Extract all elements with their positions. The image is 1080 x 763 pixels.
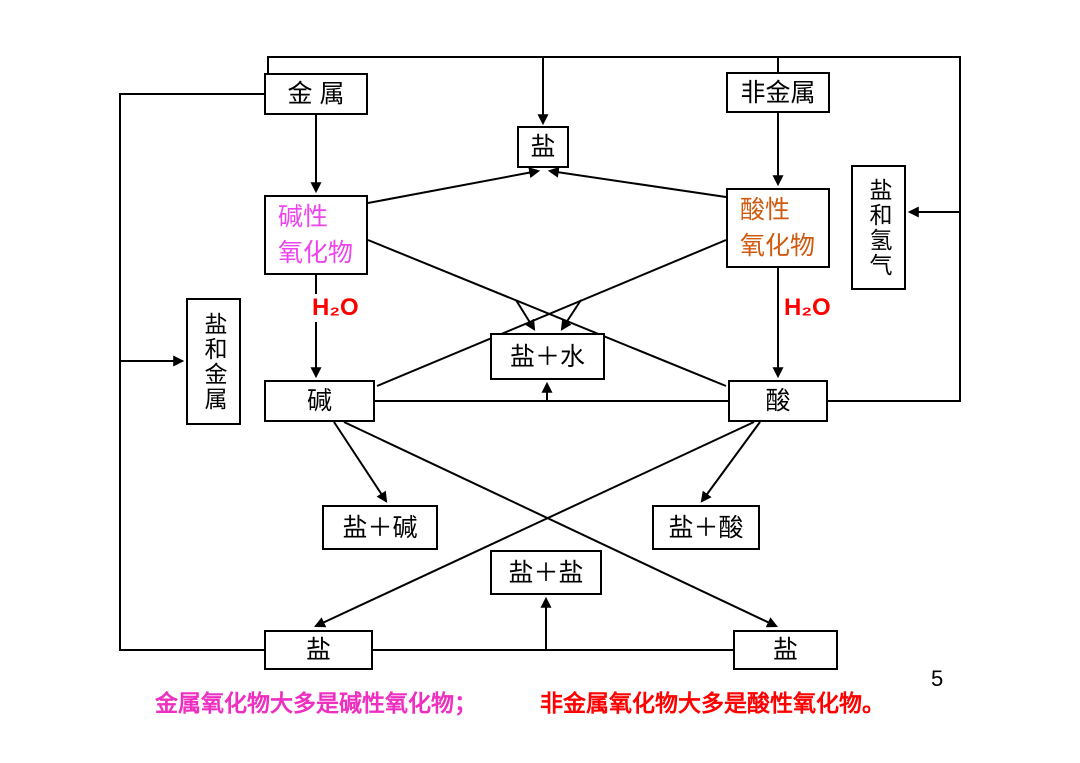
node-salt-plus-acid-label: 盐＋酸 <box>668 513 744 542</box>
node-salt-plus-salt-label: 盐＋盐 <box>508 558 584 587</box>
caption-metal-oxides: 金属氧化物大多是碱性氧化物； <box>155 690 477 716</box>
line-acidic-oxide-to-base <box>376 239 727 387</box>
caption-nonmetal-oxides: 非金属氧化物大多是酸性氧化物。 <box>540 690 885 716</box>
arrow-base-to-salt-bottom-right <box>343 421 778 628</box>
node-base-label: 碱 <box>306 387 332 415</box>
node-salt-and-metal-label: 盐和金属 <box>201 311 227 412</box>
h2o-label-right: H₂O <box>782 294 833 322</box>
node-nonmetal: 非金属 <box>726 72 830 113</box>
node-metal-label: 金 属 <box>287 80 345 108</box>
node-salt-plus-water: 盐＋水 <box>490 333 605 380</box>
h2o-label-left: H₂O <box>310 294 361 322</box>
node-acidic-oxide: 酸性 氧化物 <box>726 188 830 268</box>
node-metal: 金 属 <box>264 73 368 115</box>
node-salt-plus-acid: 盐＋酸 <box>652 505 760 550</box>
node-salt-and-metal: 盐和金属 <box>186 298 241 425</box>
node-salt-top-label: 盐 <box>530 133 556 161</box>
node-salt-plus-water-label: 盐＋水 <box>509 342 585 371</box>
node-basic-oxide-line2: 氧化物 <box>278 239 354 267</box>
line-basic-oxide-to-acid <box>367 239 727 387</box>
node-salt-plus-base: 盐＋碱 <box>322 505 438 550</box>
node-acid-label: 酸 <box>765 387 791 415</box>
node-base: 碱 <box>264 380 375 422</box>
node-salt-bottom-left-label: 盐 <box>305 636 331 664</box>
arrow-acid-to-salt-bottom-left <box>314 421 755 628</box>
node-nonmetal-label: 非金属 <box>740 78 816 107</box>
arrow-basic-oxide-to-salt-top <box>367 167 541 204</box>
node-salt-top: 盐 <box>517 126 569 168</box>
arrow-acid-to-salt-acid <box>700 421 761 503</box>
node-acidic-oxide-line1: 酸性 <box>740 196 791 224</box>
outer-top-right-path <box>267 56 961 402</box>
arrow-acidic-oxide-to-salt-top <box>547 166 727 198</box>
outer-left-path <box>119 93 264 651</box>
node-salt-bottom-right: 盐 <box>733 630 838 670</box>
node-acid: 酸 <box>728 380 828 422</box>
page-number: 5 <box>931 666 944 691</box>
node-salt-and-hydrogen: 盐和氢气 <box>851 165 906 290</box>
node-salt-plus-base-label: 盐＋碱 <box>342 513 418 542</box>
node-basic-oxide-line1: 碱性 <box>278 203 329 231</box>
arrow-to-salt-water-right <box>560 299 582 331</box>
node-salt-and-hydrogen-label: 盐和氢气 <box>866 177 892 278</box>
node-acidic-oxide-line2: 氧化物 <box>740 232 816 260</box>
arrow-to-salt-water-left <box>515 299 536 331</box>
arrow-base-to-salt-base <box>333 421 388 503</box>
node-basic-oxide: 碱性 氧化物 <box>264 195 368 275</box>
node-salt-bottom-left: 盐 <box>264 630 373 670</box>
node-salt-bottom-right-label: 盐 <box>772 636 798 664</box>
node-salt-plus-salt: 盐＋盐 <box>490 550 602 595</box>
